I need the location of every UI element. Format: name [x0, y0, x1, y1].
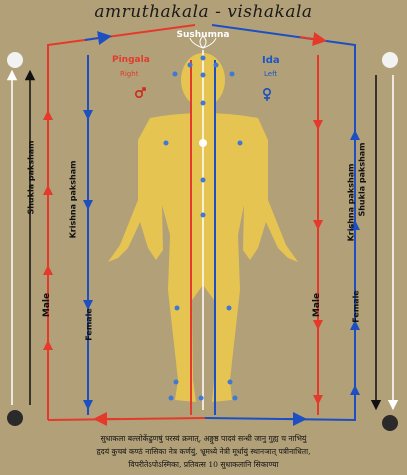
inner-right-krishna-label: Krishna paksham	[346, 163, 356, 242]
column-arrows	[43, 110, 360, 410]
footer-verse: सुधाकला बल्लोकेंढुणषुं परस्वं क्रमात्, अ…	[0, 432, 407, 471]
new-moon-icon	[382, 415, 398, 431]
pingala-side-label: Right	[120, 70, 139, 78]
male-label-right: Male	[312, 292, 323, 318]
diagram-title: amruthakala - vishakala	[94, 2, 313, 22]
footer-line-3: विपरीतेऽपोऽस्मिका, प्रतिवत्स 10 सुधाकलान…	[128, 460, 279, 469]
mars-symbol-icon	[135, 87, 146, 99]
red-bottom-path	[47, 417, 206, 421]
female-label-right: Female	[351, 290, 361, 323]
female-label-left: Female	[84, 308, 94, 341]
lotus-icon	[189, 35, 217, 49]
full-moon-icon	[382, 52, 398, 68]
ida-side-label: Left	[264, 70, 278, 78]
full-moon-icon	[7, 52, 23, 68]
pingala-label: Pingala	[112, 55, 150, 65]
footer-line-2: हृदयं कुचबं कण्ठं नासिका नेत्र कर्णयुं, …	[96, 447, 311, 456]
venus-symbol-icon	[262, 88, 271, 101]
new-moon-icon	[7, 410, 23, 426]
inner-left-krishna-label: Krishna paksham	[68, 160, 78, 239]
outer-right-shukla-label: Shukla paksham	[357, 142, 367, 217]
chakra-points	[163, 55, 243, 401]
footer-line-1: सुधाकला बल्लोकेंढुणषुं परस्वं क्रमात्, अ…	[100, 434, 307, 443]
ida-label: Ida	[262, 55, 280, 66]
male-label-left: Male	[42, 292, 53, 318]
outer-left-shukla-label: Shukla paksham	[26, 140, 36, 215]
sushumna-label: Sushumna	[176, 30, 230, 40]
